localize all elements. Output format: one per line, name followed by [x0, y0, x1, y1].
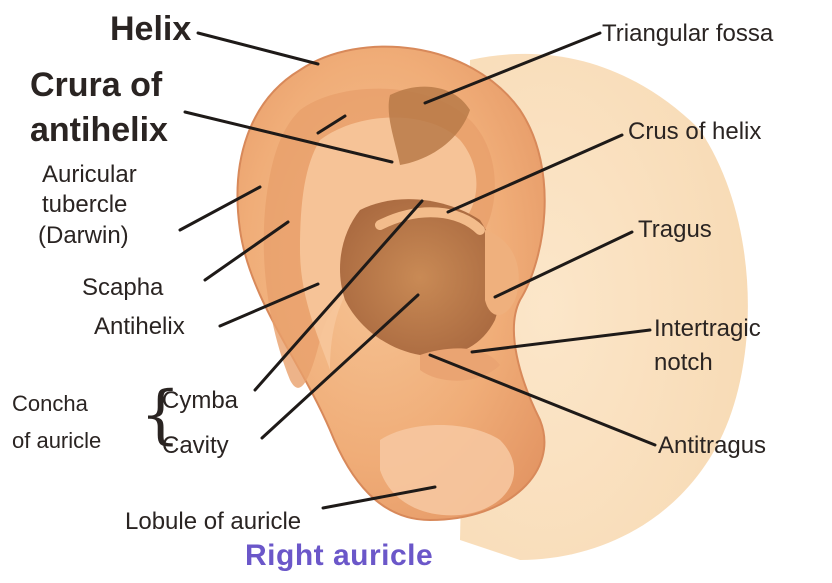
label-auricular-line1: Auricular: [42, 163, 137, 187]
label-antitragus: Antitragus: [658, 434, 766, 458]
label-crura-line1: Crura of: [30, 68, 162, 102]
label-concha-line1: Concha: [12, 393, 88, 415]
label-cavity: Cavity: [162, 434, 229, 458]
label-auricular-line2: tubercle: [42, 193, 127, 217]
label-concha-line2: of auricle: [12, 430, 101, 452]
label-helix: Helix: [110, 12, 191, 46]
label-lobule: Lobule of auricle: [125, 510, 301, 534]
helix-leader: [198, 33, 318, 64]
label-crura-line2: antihelix: [30, 113, 168, 147]
label-intertragic-line1: Intertragic: [654, 317, 761, 341]
label-cymba: Cymba: [162, 389, 238, 413]
label-intertragic-line2: notch: [654, 351, 713, 375]
label-scapha: Scapha: [82, 276, 163, 300]
label-crus-of-helix: Crus of helix: [628, 120, 761, 144]
label-auricular-line3: (Darwin): [38, 224, 129, 248]
label-triangular-fossa: Triangular fossa: [602, 22, 773, 46]
label-tragus: Tragus: [638, 218, 712, 242]
caption: Right auricle: [245, 541, 433, 571]
label-antihelix: Antihelix: [94, 315, 185, 339]
